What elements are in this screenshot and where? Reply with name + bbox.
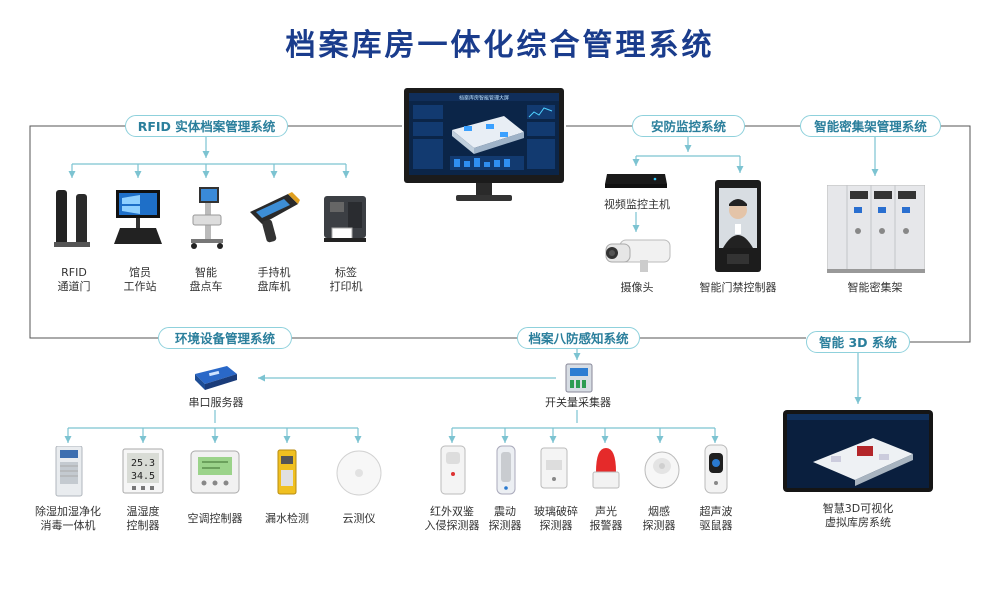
ac-controller-icon: [190, 450, 240, 498]
sensing-device-label: 超声波 驱鼠器: [699, 505, 733, 532]
alarm-light-icon: [591, 446, 621, 494]
serial-server-icon: [193, 364, 239, 396]
glass-break-detector-icon: [538, 446, 570, 494]
thermo-reading: 25.3: [131, 458, 155, 469]
handheld-scanner-icon: [248, 190, 300, 250]
video-host-label: 视频监控主机: [604, 198, 670, 211]
label-printer-icon: [320, 190, 372, 250]
vibration-detector-icon: [493, 444, 519, 500]
video-host-icon: [605, 168, 669, 194]
camera-label: 摄像头: [620, 281, 654, 294]
page-title: 档案库房一体化综合管理系统: [285, 28, 715, 63]
infrared-detector-icon: [438, 444, 468, 500]
shelf-label: 智能密集架: [847, 281, 903, 294]
workstation-icon: [110, 188, 166, 252]
thermo-hygro-icon: 25.3 34.5: [122, 448, 164, 498]
smoke-detector-icon: [643, 446, 681, 494]
sensing-device-label: 震动 探测器: [488, 505, 522, 532]
env-device-label: 空调控制器: [187, 512, 243, 525]
module-security: 安防监控系统: [632, 115, 745, 137]
rfid-device-label: 手持机 盘库机: [257, 266, 291, 293]
intelligent-shelf-icon: [826, 184, 926, 277]
sensing-device-label: 烟感 探测器: [642, 505, 676, 532]
water-leak-icon: [275, 448, 299, 500]
env-device-label: 除湿加湿净化 消毒一体机: [35, 505, 101, 532]
env-device-label: 漏水检测: [265, 512, 309, 525]
rfid-device-label: 智能 盘点车: [189, 266, 223, 293]
module-sensing: 档案八防感知系统: [517, 327, 640, 349]
access-control-icon: [715, 180, 761, 276]
monitor-header: 档案库房智能管理大屏: [459, 95, 509, 102]
purifier-icon: [52, 445, 86, 502]
thermo-reading: 34.5: [131, 471, 155, 482]
sensing-device-label: 声光 报警器: [589, 505, 623, 532]
ultrasonic-repeller-icon: [703, 443, 729, 499]
cloud-sensor-icon: [334, 450, 384, 500]
module-env: 环境设备管理系统: [158, 327, 292, 349]
rfid-device-label: 标签 打印机: [329, 266, 363, 293]
3d-screen-icon: [783, 410, 933, 496]
switch-collector-icon: [564, 362, 594, 398]
serial-server-label: 串口服务器: [188, 396, 244, 409]
switch-collector-label: 开关量采集器: [545, 396, 611, 409]
env-device-label: 云测仪: [342, 512, 376, 525]
module-rfid: RFID 实体档案管理系统: [125, 115, 288, 137]
rfid-device-label: 馆员 工作站: [123, 266, 157, 293]
rfid-device-label: RFID 通道门: [57, 266, 91, 293]
access-control-label: 智能门禁控制器: [699, 281, 777, 294]
module-3d: 智能 3D 系统: [806, 331, 910, 353]
sensing-device-label: 红外双鉴 入侵探测器: [424, 505, 480, 532]
module-shelf: 智能密集架管理系统: [800, 115, 941, 137]
inventory-cart-icon: [185, 185, 229, 255]
rfid-gate-icon: [52, 188, 92, 252]
3d-system-label: 智慧3D可视化 虚拟库房系统: [822, 502, 894, 529]
camera-icon: [600, 236, 674, 280]
env-device-label: 温湿度 控制器: [126, 505, 160, 532]
central-monitor: 档案库房智能管理大屏: [404, 88, 564, 210]
sensing-device-label: 玻璃破碎 探测器: [534, 505, 578, 532]
